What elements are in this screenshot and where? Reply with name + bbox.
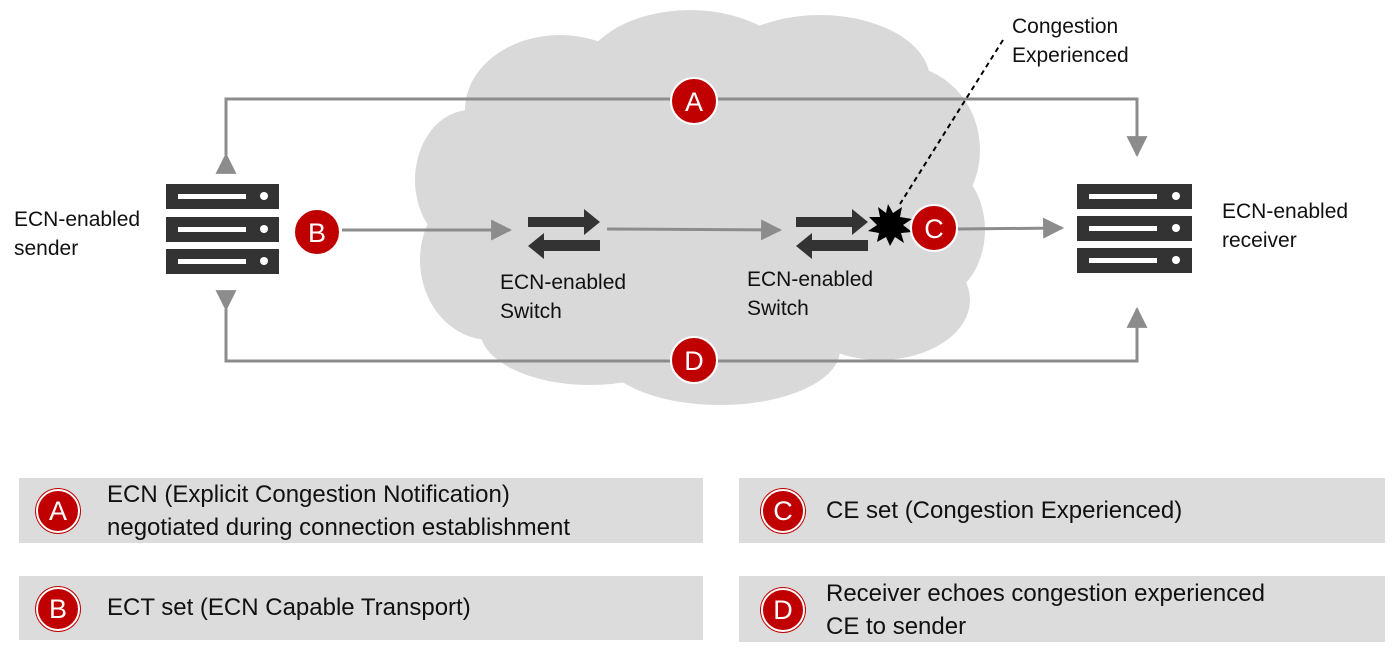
- badge-b: B: [293, 208, 341, 256]
- switch-2-label: ECN-enabled Switch: [747, 265, 873, 323]
- switch-2-label-line2: Switch: [747, 297, 809, 320]
- legend-badge-a: A: [36, 489, 80, 533]
- legend-text-a: ECN (Explicit Congestion Notification) n…: [107, 478, 570, 544]
- badge-c: C: [910, 204, 958, 252]
- badge-d: D: [670, 336, 718, 384]
- callout-line2: Experienced: [1012, 44, 1129, 67]
- legend-item-b: B ECT set (ECN Capable Transport): [19, 576, 703, 640]
- legend-text-b: ECT set (ECN Capable Transport): [107, 591, 471, 624]
- switch-2-arrows-icon: [796, 209, 868, 259]
- switch-2-label-line1: ECN-enabled: [747, 268, 874, 291]
- svg-text:C: C: [924, 214, 944, 244]
- switch-1-label: ECN-enabled Switch: [500, 268, 626, 326]
- callout-line1: Congestion: [1012, 15, 1119, 38]
- switch-1-arrows-icon: [528, 209, 600, 259]
- receiver-label: ECN-enabled receiver: [1222, 197, 1348, 255]
- sender-label-line2: sender: [14, 237, 79, 260]
- legend-text-c-line1: CE set (Congestion Experienced): [826, 497, 1183, 524]
- legend-text-d-line1: Receiver echoes congestion experienced: [826, 580, 1265, 607]
- sender-server-icon: [166, 184, 279, 274]
- legend-text-a-line2: negotiated during connection establishme…: [107, 514, 570, 541]
- switch-1-label-line2: Switch: [500, 300, 562, 323]
- legend-text-a-line1: ECN (Explicit Congestion Notification): [107, 481, 510, 508]
- legend-badge-b: B: [36, 587, 80, 631]
- switch-1-label-line1: ECN-enabled: [500, 271, 627, 294]
- svg-text:A: A: [685, 87, 703, 117]
- legend-badge-d: D: [761, 588, 805, 632]
- legend-item-d: D Receiver echoes congestion experienced…: [739, 576, 1385, 642]
- svg-text:D: D: [684, 346, 704, 376]
- legend-text-b-line1: ECT set (ECN Capable Transport): [107, 594, 471, 621]
- legend-item-a: A ECN (Explicit Congestion Notification)…: [19, 478, 703, 543]
- sender-label: ECN-enabled sender: [14, 205, 140, 263]
- receiver-label-line2: receiver: [1222, 229, 1297, 252]
- svg-text:B: B: [308, 218, 326, 248]
- ecn-diagram: A B C D: [166, 10, 1192, 405]
- badge-a: A: [670, 77, 718, 125]
- congestion-burst-icon: [868, 204, 912, 246]
- data-path: [342, 217, 1065, 241]
- legend-badge-c: C: [761, 489, 805, 533]
- legend-text-d-line2: CE to sender: [826, 613, 967, 640]
- sender-label-line1: ECN-enabled: [14, 208, 141, 231]
- receiver-server-icon: [1077, 184, 1192, 273]
- legend-text-d: Receiver echoes congestion experienced C…: [826, 577, 1265, 643]
- legend-text-c: CE set (Congestion Experienced): [826, 494, 1182, 527]
- receiver-label-line1: ECN-enabled: [1222, 200, 1349, 223]
- congestion-callout-label: Congestion Experienced: [1012, 12, 1129, 70]
- legend-item-c: C CE set (Congestion Experienced): [739, 478, 1385, 543]
